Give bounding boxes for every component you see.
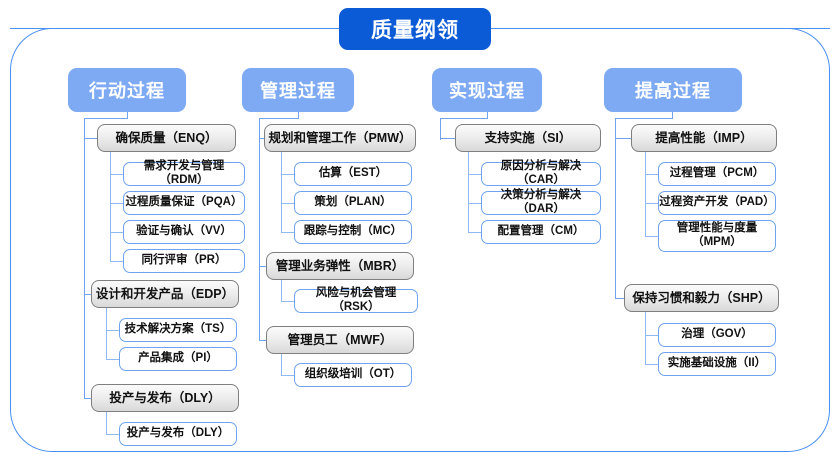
child-box-dar[interactable]: 决策分析与解决（DAR） [481, 189, 601, 215]
diagram-title: 质量纲领 [339, 8, 491, 50]
parent-box-dly[interactable]: 投产与发布（DLY） [91, 384, 239, 412]
connector-dly [84, 398, 91, 400]
column-1-spine-top [84, 118, 128, 120]
connector-imp [615, 138, 631, 140]
column-2-trunk [298, 112, 300, 118]
shp-child-spine [645, 312, 647, 365]
child-box-ot[interactable]: 组织级培训（OT） [294, 363, 412, 387]
child-box-pi[interactable]: 产品集成（PI） [119, 347, 237, 371]
connector-si [440, 138, 455, 140]
enq-child-spine [110, 152, 112, 262]
parent-box-si[interactable]: 支持实施（SI） [455, 124, 601, 152]
imp-child-spine [645, 152, 647, 237]
parent-box-edp[interactable]: 设计和开发产品（EDP） [91, 280, 239, 308]
connector-mbr [259, 266, 266, 268]
column-1-spine [84, 118, 86, 398]
connector-enq [84, 138, 97, 140]
connector-vv [110, 232, 123, 234]
child-box-mpm[interactable]: 管理性能与度量 （MPM） [658, 220, 776, 252]
child-box-gov[interactable]: 治理（GOV） [658, 323, 776, 347]
connector-pcm [645, 174, 658, 176]
column-2-spine [259, 118, 261, 340]
connector-mc [281, 232, 294, 234]
connector-ts [106, 330, 119, 332]
child-box-pad[interactable]: 过程资产开发（PAD） [658, 191, 776, 215]
si-child-spine [468, 152, 470, 233]
child-box-dly[interactable]: 投产与发布（DLY） [119, 422, 237, 446]
child-box-est[interactable]: 估算（EST） [294, 162, 412, 186]
connector-est [281, 174, 294, 176]
child-box-car[interactable]: 原因分析与解决（CAR） [481, 160, 601, 186]
connector-mwf [259, 340, 266, 342]
connector-ot [281, 375, 294, 377]
connector-dly-child [106, 434, 119, 436]
parent-box-pmw[interactable]: 规划和管理工作（PMW） [264, 124, 416, 152]
child-box-cm[interactable]: 配置管理（CM） [481, 220, 601, 244]
child-box-mc[interactable]: 跟踪与控制（MC） [294, 220, 412, 244]
connector-edp [84, 294, 91, 296]
dly-child-spine [106, 412, 108, 435]
column-4-spine-top [615, 118, 673, 120]
connector-cm [468, 232, 481, 234]
column-header-3[interactable]: 实现过程 [432, 68, 542, 112]
connector-plan [281, 203, 294, 205]
column-header-4[interactable]: 提高过程 [604, 68, 742, 112]
parent-box-imp[interactable]: 提高性能（IMP） [631, 124, 777, 152]
connector-mpm [645, 236, 658, 238]
connector-shp [615, 298, 624, 300]
child-box-rdm[interactable]: 需求开发与管理（RDM） [123, 160, 245, 186]
parent-box-shp[interactable]: 保持习惯和毅力（SHP） [624, 284, 779, 312]
parent-box-mbr[interactable]: 管理业务弹性（MBR） [266, 252, 414, 280]
column-3-trunk [487, 112, 489, 118]
connector-rsk [281, 301, 294, 303]
parent-box-enq[interactable]: 确保质量（ENQ） [97, 124, 236, 152]
connector-pi [106, 359, 119, 361]
connector-rdm [110, 174, 123, 176]
column-3-spine [440, 118, 442, 140]
pmw-child-spine [281, 152, 283, 233]
child-box-pqa[interactable]: 过程质量保证（PQA） [123, 191, 245, 215]
connector-car [468, 174, 481, 176]
column-2-spine-top [259, 118, 299, 120]
parent-box-mwf[interactable]: 管理员工（MWF） [266, 326, 414, 354]
column-header-1[interactable]: 行动过程 [68, 68, 186, 112]
connector-dar [468, 203, 481, 205]
column-4-trunk [672, 112, 674, 118]
connector-pqa [110, 203, 123, 205]
child-box-rsk[interactable]: 风险与机会管理（RSK） [294, 287, 418, 313]
child-box-pcm[interactable]: 过程管理（PCM） [658, 162, 776, 186]
connector-pr [110, 261, 123, 263]
connector-pad [645, 203, 658, 205]
column-header-2[interactable]: 管理过程 [242, 68, 354, 112]
mwf-child-spine [281, 354, 283, 376]
connector-gov [645, 335, 658, 337]
child-box-plan[interactable]: 策划（PLAN） [294, 191, 412, 215]
child-box-pr[interactable]: 同行评审（PR） [123, 249, 245, 273]
child-box-ii[interactable]: 实施基础设施（II） [658, 352, 776, 376]
column-3-spine-top [440, 118, 488, 120]
connector-pmw [259, 138, 264, 140]
column-4-spine [615, 118, 617, 298]
mbr-child-spine [281, 280, 283, 302]
column-1-trunk [127, 112, 129, 118]
child-box-vv[interactable]: 验证与确认（VV） [123, 220, 245, 244]
connector-ii [645, 364, 658, 366]
child-box-ts[interactable]: 技术解决方案（TS） [119, 318, 237, 342]
edp-child-spine [106, 308, 108, 360]
